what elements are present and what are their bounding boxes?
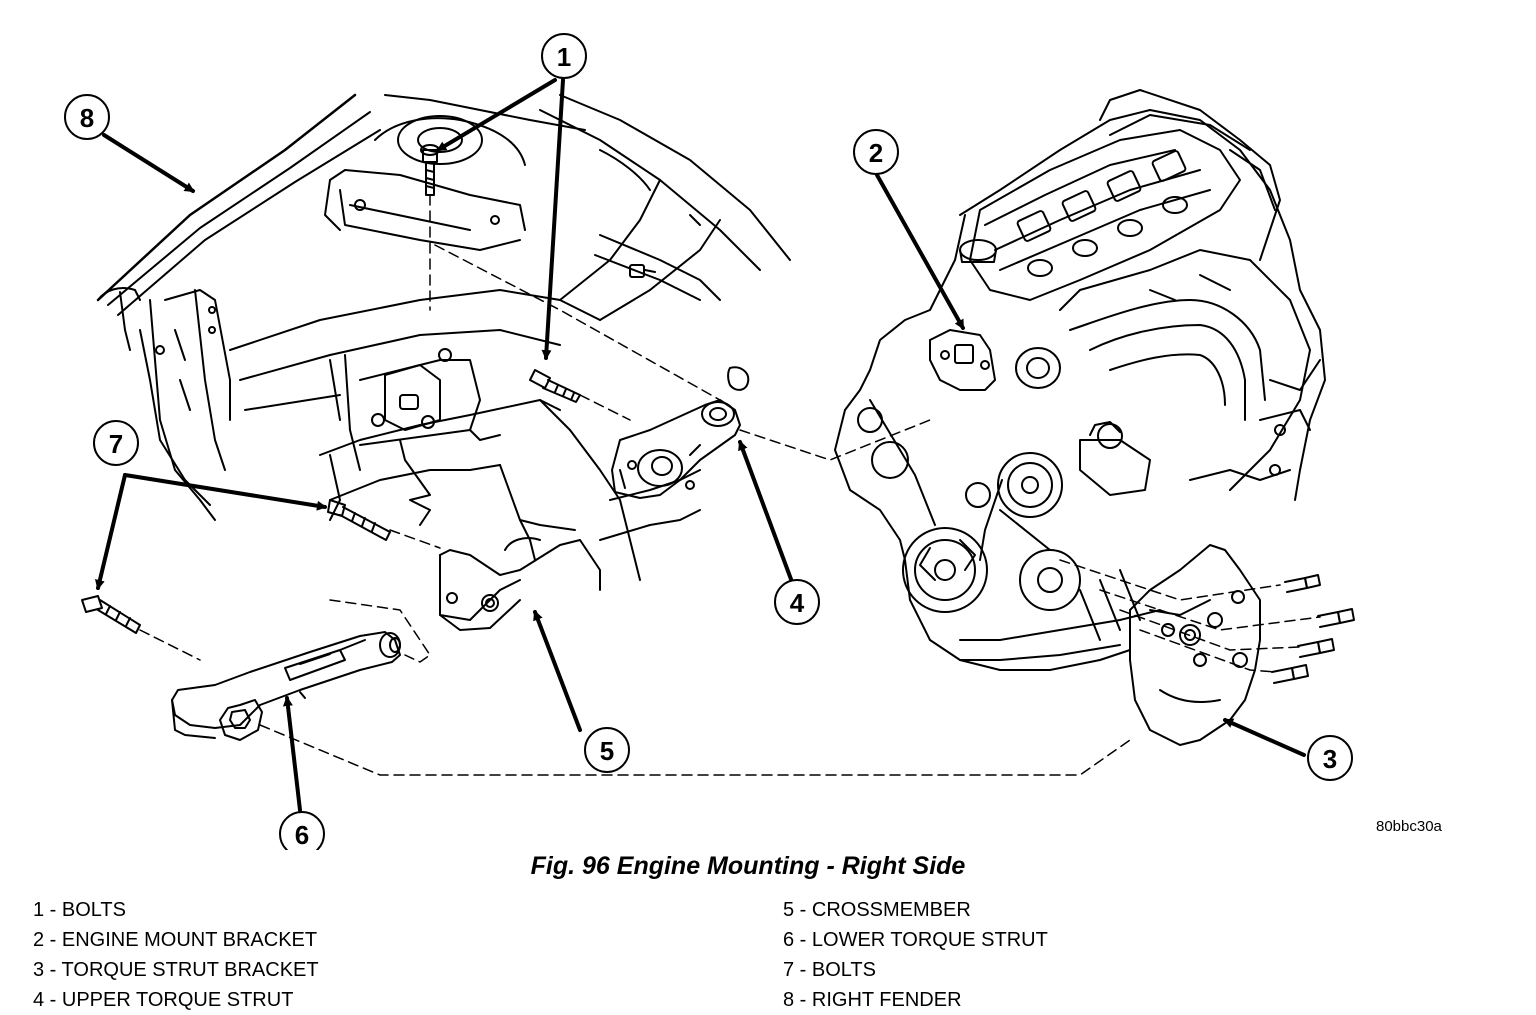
svg-text:7: 7 (109, 429, 123, 459)
legend-left-column: 1 - BOLTS 2 - ENGINE MOUNT BRACKET 3 - T… (33, 895, 319, 1015)
figure-code: 80bbc30a (1376, 818, 1442, 835)
right-fender-drawing (96, 93, 791, 521)
svg-text:2: 2 (869, 138, 883, 168)
svg-text:5: 5 (600, 736, 614, 766)
callout-markers: 1 2 3 4 5 6 7 8 (64, 33, 1353, 850)
legend-item: 7 - BOLTS (783, 959, 876, 981)
callout-1: 1 (541, 33, 587, 79)
legend-item: 3 - TORQUE STRUT BRACKET (33, 959, 319, 981)
legend-right-column: 5 - CROSSMEMBER 6 - LOWER TORQUE STRUT 7… (783, 895, 1048, 1015)
engine-drawing (834, 89, 1326, 671)
legend-item: 6 - LOWER TORQUE STRUT (783, 929, 1048, 951)
svg-text:4: 4 (790, 588, 805, 618)
lower-torque-strut-drawing (171, 631, 401, 741)
callout-3: 3 (1307, 735, 1353, 781)
svg-text:8: 8 (80, 103, 94, 133)
svg-text:6: 6 (295, 820, 309, 850)
legend-item: 4 - UPPER TORQUE STRUT (33, 989, 294, 1011)
legend-item: 8 - RIGHT FENDER (783, 989, 962, 1011)
engine-mounting-diagram: 1 2 3 4 5 6 7 8 (64, 33, 1355, 850)
callout-5: 5 (584, 727, 630, 773)
svg-text:3: 3 (1323, 744, 1337, 774)
callout-6: 6 (279, 811, 325, 850)
figure-caption: Fig. 96 Engine Mounting - Right Side (530, 852, 966, 880)
legend-item: 2 - ENGINE MOUNT BRACKET (33, 929, 318, 951)
leader-arrows (94, 78, 1306, 812)
svg-text:1: 1 (557, 42, 571, 72)
legend-item: 5 - CROSSMEMBER (783, 899, 971, 921)
callout-8: 8 (64, 94, 110, 140)
callout-2: 2 (853, 129, 899, 175)
bolts-drawing (81, 144, 1355, 684)
upper-torque-strut-drawing (611, 399, 741, 499)
torque-strut-bracket-drawing (1129, 544, 1261, 746)
legend-item: 1 - BOLTS (33, 899, 126, 921)
callout-4: 4 (774, 579, 820, 625)
assembly-dashed-lines (139, 194, 1321, 776)
crossmember-drawing (319, 399, 701, 631)
callout-7: 7 (93, 420, 139, 466)
